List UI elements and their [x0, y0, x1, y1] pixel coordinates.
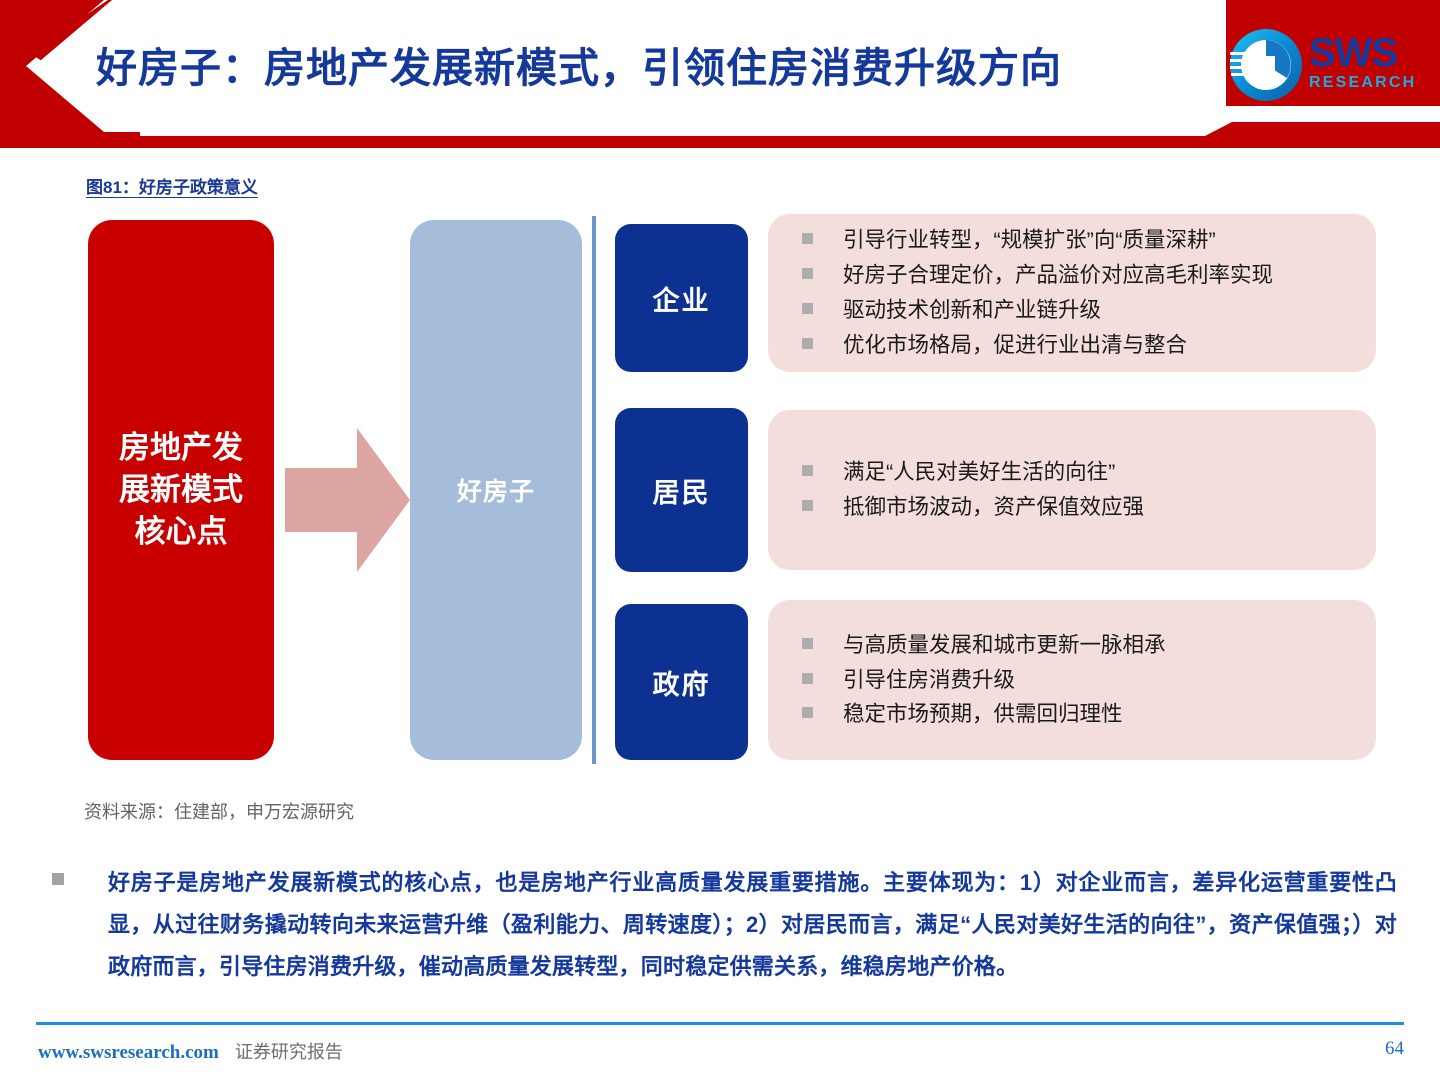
list-item: 驱动技术创新和产业链升级: [802, 293, 1376, 328]
detail-box-enterprise: 引导行业转型，“规模扩张”向“质量深耕” 好房子合理定价，产品溢价对应高毛利率实…: [768, 214, 1376, 372]
sws-research-logo: SWS RESEARCH: [1229, 28, 1419, 104]
summary-text: 好房子是房地产发展新模式的核心点，也是房地产行业高质量发展重要措施。主要体现为：…: [108, 870, 1397, 980]
actor-label-government: 政府: [652, 669, 711, 700]
logo-name: SWS: [1309, 31, 1398, 75]
vertical-divider: [592, 216, 596, 764]
summary-paragraph: 好房子是房地产发展新模式的核心点，也是房地产行业高质量发展重要措施。主要体现为：…: [52, 862, 1397, 989]
footer-left-group: www.swsresearch.com 证券研究报告: [38, 1038, 343, 1064]
square-bullet-icon: [802, 465, 813, 477]
detail-box-government: 与高质量发展和城市更新一脉相承 引导住房消费升级 稳定市场预期，供需回归理性: [768, 600, 1376, 760]
actor-label-residents: 居民: [652, 477, 711, 508]
list-item: 与高质量发展和城市更新一脉相承: [802, 628, 1376, 663]
actor-label-enterprise: 企业: [652, 285, 711, 316]
square-bullet-icon: [802, 268, 813, 280]
flow-arrow-icon: [285, 428, 410, 572]
square-bullet-icon: [802, 707, 813, 719]
list-item: 稳定市场预期，供需回归理性: [802, 697, 1376, 732]
square-bullet-icon: [802, 233, 813, 245]
bullet-text: 优化市场格局，促进行业出清与整合: [843, 332, 1188, 357]
page-title: 好房子：房地产发展新模式，引领住房消费升级方向: [96, 45, 1062, 91]
actor-box-government: 政府: [615, 604, 748, 760]
square-bullet-icon: [802, 672, 813, 684]
core-concept-box: 房地产发 展新模式 核心点: [88, 220, 274, 760]
detail-box-residents: 满足“人民对美好生活的向往” 抵御市场波动，资产保值效应强: [768, 410, 1376, 570]
list-item: 满足“人民对美好生活的向往”: [802, 455, 1376, 490]
footer-report-label: 证券研究报告: [234, 1042, 343, 1062]
list-item: 优化市场格局，促进行业出清与整合: [802, 328, 1376, 363]
page-number: 64: [1385, 1038, 1404, 1059]
good-house-label: 好房子: [456, 478, 535, 506]
square-bullet-icon: [52, 873, 64, 885]
square-bullet-icon: [802, 303, 813, 314]
list-item: 引导行业转型，“规模扩张”向“质量深耕”: [802, 223, 1376, 258]
page-header: 好房子：房地产发展新模式，引领住房消费升级方向: [0, 0, 1440, 148]
good-house-box: 好房子: [410, 220, 582, 760]
bullet-text: 稳定市场预期，供需回归理性: [843, 702, 1123, 727]
core-concept-label: 房地产发 展新模式 核心点: [119, 430, 243, 549]
list-item: 抵御市场波动，资产保值效应强: [802, 490, 1376, 525]
bullet-text: 抵御市场波动，资产保值效应强: [843, 495, 1145, 519]
bullet-text: 与高质量发展和城市更新一脉相承: [843, 632, 1166, 657]
bullet-text: 引导行业转型，“规模扩张”向“质量深耕”: [843, 228, 1216, 253]
list-item: 好房子合理定价，产品溢价对应高毛利率实现: [802, 258, 1376, 293]
square-bullet-icon: [802, 500, 813, 511]
footer-website-link[interactable]: www.swsresearch.com: [38, 1042, 219, 1063]
square-bullet-icon: [802, 637, 813, 649]
actor-box-residents: 居民: [615, 408, 748, 572]
actor-box-enterprise: 企业: [615, 224, 748, 372]
bullet-text: 引导住房消费升级: [843, 667, 1016, 692]
footer-divider: [36, 1022, 1404, 1025]
bullet-text: 驱动技术创新和产业链升级: [843, 298, 1102, 322]
figure-caption: 图81：好房子政策意义: [86, 178, 258, 197]
square-bullet-icon: [802, 337, 813, 349]
logo-subtitle: RESEARCH: [1309, 74, 1417, 91]
bullet-text: 满足“人民对美好生活的向往”: [843, 460, 1116, 485]
sws-ring-icon: [1230, 29, 1302, 101]
header-white-chevron: [34, 0, 1226, 132]
bullet-text: 好房子合理定价，产品溢价对应高毛利率实现: [843, 263, 1274, 288]
logo-wordmark: SWS RESEARCH: [1309, 32, 1416, 92]
list-item: 引导住房消费升级: [802, 663, 1376, 698]
source-note: 资料来源：住建部，申万宏源研究: [84, 802, 354, 822]
